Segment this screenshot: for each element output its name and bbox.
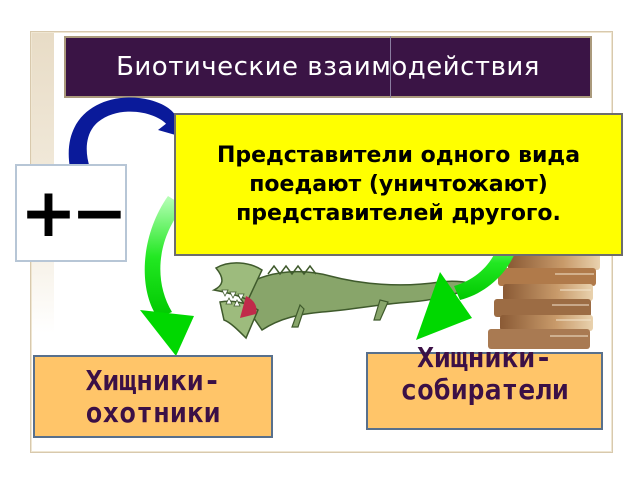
hunters-label: Хищники-охотники (85, 363, 221, 429)
slide-title: Биотические взаимодействия (64, 36, 592, 98)
interaction-sign: +− (20, 173, 128, 253)
definition-box: Представители одного вида поедают (уничт… (174, 113, 623, 256)
curved-blue-arrow-icon (68, 97, 186, 168)
gatherers-label: Хищники-собиратели (400, 341, 569, 406)
interaction-sign-box: +− (15, 164, 128, 262)
slide-title-text: Биотические взаимодействия (116, 52, 540, 82)
book-stack-clipart-icon (488, 250, 600, 349)
hunters-label-box: Хищники-охотники (33, 355, 273, 438)
gatherers-label-box: Хищники-собиратели (366, 342, 603, 430)
curved-green-arrow-icon (140, 196, 194, 356)
definition-text: Представители одного вида поедают (уничт… (216, 143, 581, 226)
title-divider (390, 36, 391, 98)
